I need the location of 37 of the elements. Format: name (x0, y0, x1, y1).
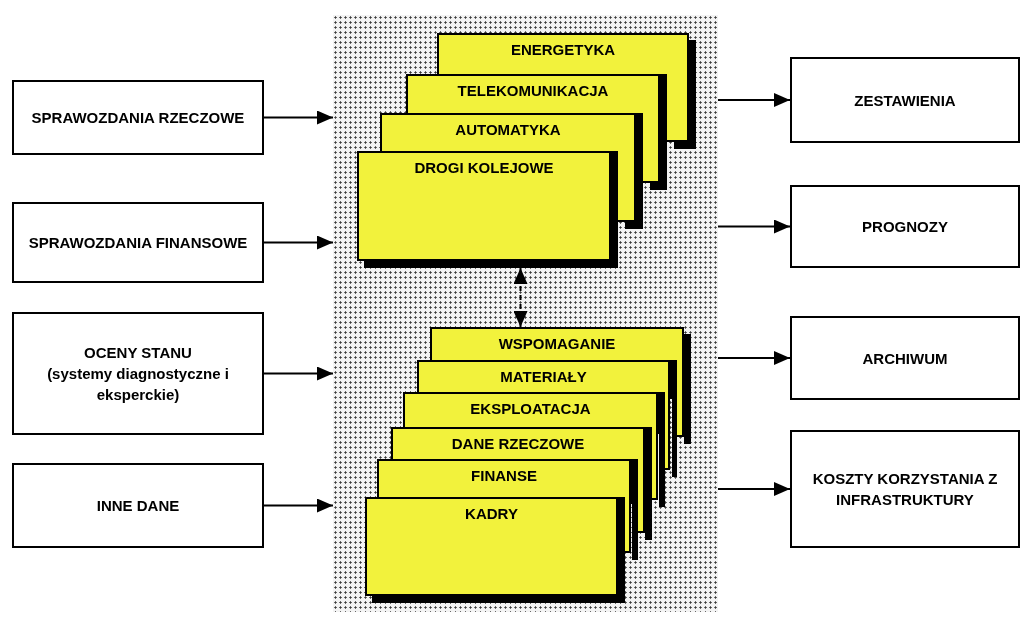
dashed-double-arrow (513, 267, 528, 328)
arrow (263, 498, 334, 513)
arrow (263, 235, 334, 250)
arrow (717, 93, 791, 107)
arrow (263, 366, 334, 381)
data-box (12, 312, 264, 435)
box-label: SPRAWOZDANIA RZECZOWE (31, 108, 245, 128)
data-box (12, 463, 264, 548)
arrow (717, 351, 791, 365)
box-label: SPRAWOZDANIA FINANSOWE (28, 233, 248, 253)
data-box (12, 80, 264, 155)
module-title: DANE RZECZOWE (451, 434, 585, 454)
module-title: FINANSE (471, 466, 537, 486)
box-label: OCENY STANU (84, 343, 192, 363)
module-title: EKSPLOATACJA (470, 399, 591, 419)
box-label: INNE DANE (96, 496, 180, 516)
module-title: KADRY (465, 504, 518, 524)
arrow (717, 219, 791, 234)
module-title: ENERGETYKA (510, 40, 616, 60)
box-label: PROGNOZY (862, 217, 948, 237)
data-box (12, 202, 264, 283)
module-title: DROGI KOLEJOWE (414, 158, 554, 178)
data-box (790, 316, 1020, 400)
arrow (717, 482, 791, 496)
data-box (790, 430, 1020, 548)
arrow (263, 110, 334, 125)
box-label: ARCHIWUM (862, 348, 948, 369)
module-title: AUTOMATYKA (455, 120, 561, 140)
module-title: WSPOMAGANIE (498, 334, 616, 354)
box-label: ZESTAWIENIA (854, 90, 956, 111)
box-label: (systemy diagnostyczne i eksperckie) (46, 364, 230, 405)
dotted-panel (333, 15, 718, 612)
data-box (790, 185, 1020, 268)
module-title: MATERIAŁY (500, 367, 587, 387)
data-box (790, 57, 1020, 143)
box-label: KOSZTY KORZYSTANIA Z INFRASTRUKTURY (811, 469, 999, 510)
module-title: TELEKOMUNIKACJA (457, 81, 609, 101)
